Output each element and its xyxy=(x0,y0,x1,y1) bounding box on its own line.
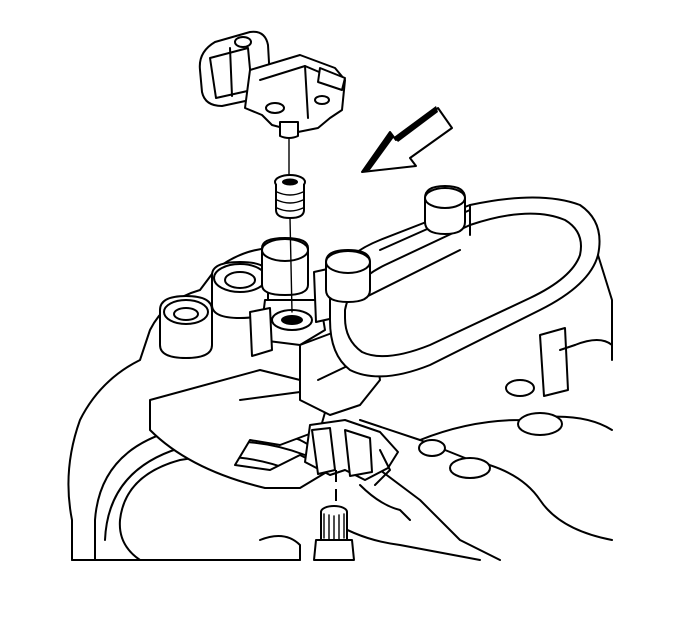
lower-sensor xyxy=(313,505,355,561)
sensor-connector xyxy=(198,30,346,139)
seal xyxy=(274,174,306,219)
assembly-axis-lines xyxy=(288,137,337,505)
arrow-left-icon xyxy=(361,106,453,173)
manifold-housing xyxy=(67,185,613,561)
